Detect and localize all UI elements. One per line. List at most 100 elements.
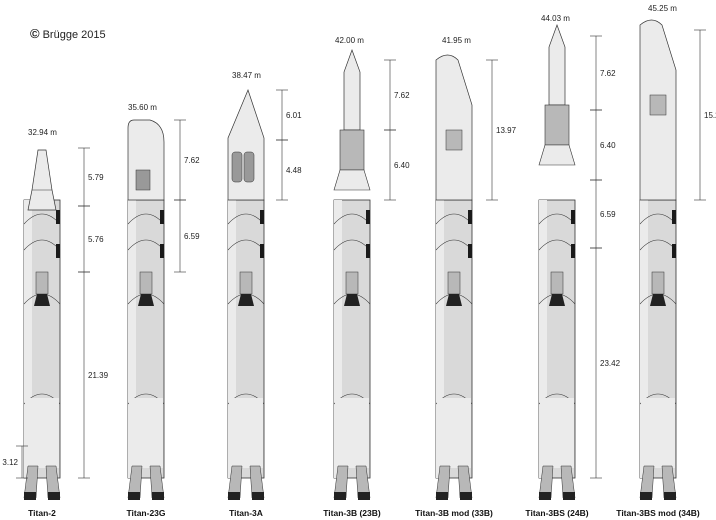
stage2-engine [239, 271, 253, 295]
band-marking [260, 210, 264, 224]
rocket-titan-3bs-mod-34b-: 45.25 m 15.24Titan-3BS mod (34B) [616, 4, 716, 518]
vehicle-name: Titan-3B (23B) [323, 508, 381, 518]
transtage-tank [243, 151, 255, 183]
nozzle-exit [664, 492, 676, 500]
payload-shape [649, 94, 667, 116]
band-marking [672, 244, 676, 258]
transtage-tank [231, 151, 243, 183]
dimension-label: 6.01 [286, 111, 302, 120]
nozzle-exit [152, 492, 164, 500]
band-marking [160, 244, 164, 258]
nozzle-exit [48, 492, 60, 500]
stage2-nozzle [446, 294, 462, 306]
stage2-nozzle [650, 294, 666, 306]
nozzle-exit [640, 492, 652, 500]
band-marking [468, 244, 472, 258]
lower-section [25, 398, 59, 468]
band-marking [571, 244, 575, 258]
dimension-label: 13.97 [496, 126, 517, 135]
copyright-symbol: © [30, 26, 40, 41]
stage2-engine [651, 271, 665, 295]
vehicle-name: Titan-23G [126, 508, 165, 518]
core-highlight [24, 200, 32, 478]
dimension-label: 7.62 [600, 69, 616, 78]
dimension-label: 4.48 [286, 166, 302, 175]
band-marking [468, 210, 472, 224]
stage2-nozzle [238, 294, 254, 306]
band-marking [260, 244, 264, 258]
stage2-engine [139, 271, 153, 295]
total-height-label: 42.00 m [335, 36, 364, 45]
total-height-label: 35.60 m [128, 103, 157, 112]
total-height-label: 41.95 m [442, 36, 471, 45]
payload-shape [135, 169, 151, 191]
core-highlight [334, 200, 342, 478]
band-marking [56, 244, 60, 258]
vehicle-name: Titan-3BS mod (34B) [616, 508, 700, 518]
lower-section [129, 398, 163, 468]
lower-section [229, 398, 263, 468]
total-height-label: 38.47 m [232, 71, 261, 80]
band-marking [571, 210, 575, 224]
lower-section [540, 398, 574, 468]
vehicle-name: Titan-3B mod (33B) [415, 508, 493, 518]
core-highlight [640, 200, 648, 478]
nozzle-exit [228, 492, 240, 500]
dimension-label: 6.40 [600, 141, 616, 150]
lower-section [437, 398, 471, 468]
agena-nose [343, 48, 361, 131]
nozzle-exit [539, 492, 551, 500]
core-highlight [228, 200, 236, 478]
dimension-label: 3.12 [2, 458, 18, 467]
vehicle-name: Titan-3A [229, 508, 263, 518]
nozzle-exit [563, 492, 575, 500]
transtage-fairing [227, 89, 265, 201]
stage2-nozzle [549, 294, 565, 306]
nozzle-exit [252, 492, 264, 500]
total-height-label: 45.25 m [648, 4, 677, 13]
nozzle-exit [24, 492, 36, 500]
band-marking [56, 210, 60, 224]
lower-section [641, 398, 675, 468]
nozzle-exit [128, 492, 140, 500]
core-highlight [128, 200, 136, 478]
band-marking [672, 210, 676, 224]
adapter-skirt [538, 144, 576, 166]
stage2-engine [447, 271, 461, 295]
dimension-label: 6.40 [394, 161, 410, 170]
dimension-label: 23.42 [600, 359, 621, 368]
vehicle-name: Titan-2 [28, 508, 56, 518]
total-height-label: 44.03 m [541, 14, 570, 23]
agena-nose [548, 23, 566, 106]
payload-shape [445, 129, 463, 151]
copyright-text: Brügge 2015 [42, 29, 106, 41]
band-marking [160, 210, 164, 224]
core-highlight [436, 200, 444, 478]
stage2-nozzle [34, 294, 50, 306]
agena-stage [544, 104, 570, 146]
dimension-label: 21.39 [88, 371, 109, 380]
total-height-label: 32.94 m [28, 128, 57, 137]
band-marking [366, 210, 370, 224]
adapter-skirt [333, 169, 371, 191]
lower-section [335, 398, 369, 468]
stage2-nozzle [138, 294, 154, 306]
agena-stage [339, 129, 365, 171]
dimension-label: 6.59 [600, 210, 616, 219]
dimension-label: 5.76 [88, 235, 104, 244]
dimension-label: 6.59 [184, 232, 200, 241]
vehicle-name: Titan-3BS (24B) [525, 508, 588, 518]
nozzle-exit [436, 492, 448, 500]
dimension-label: 7.62 [394, 91, 410, 100]
nozzle-exit [460, 492, 472, 500]
gemini-capsule [27, 149, 57, 211]
copyright-notice: ©Brügge 2015 [30, 26, 106, 41]
dimension-label: 7.62 [184, 156, 200, 165]
core-highlight [539, 200, 547, 478]
dimension-label: 15.24 [704, 111, 716, 120]
